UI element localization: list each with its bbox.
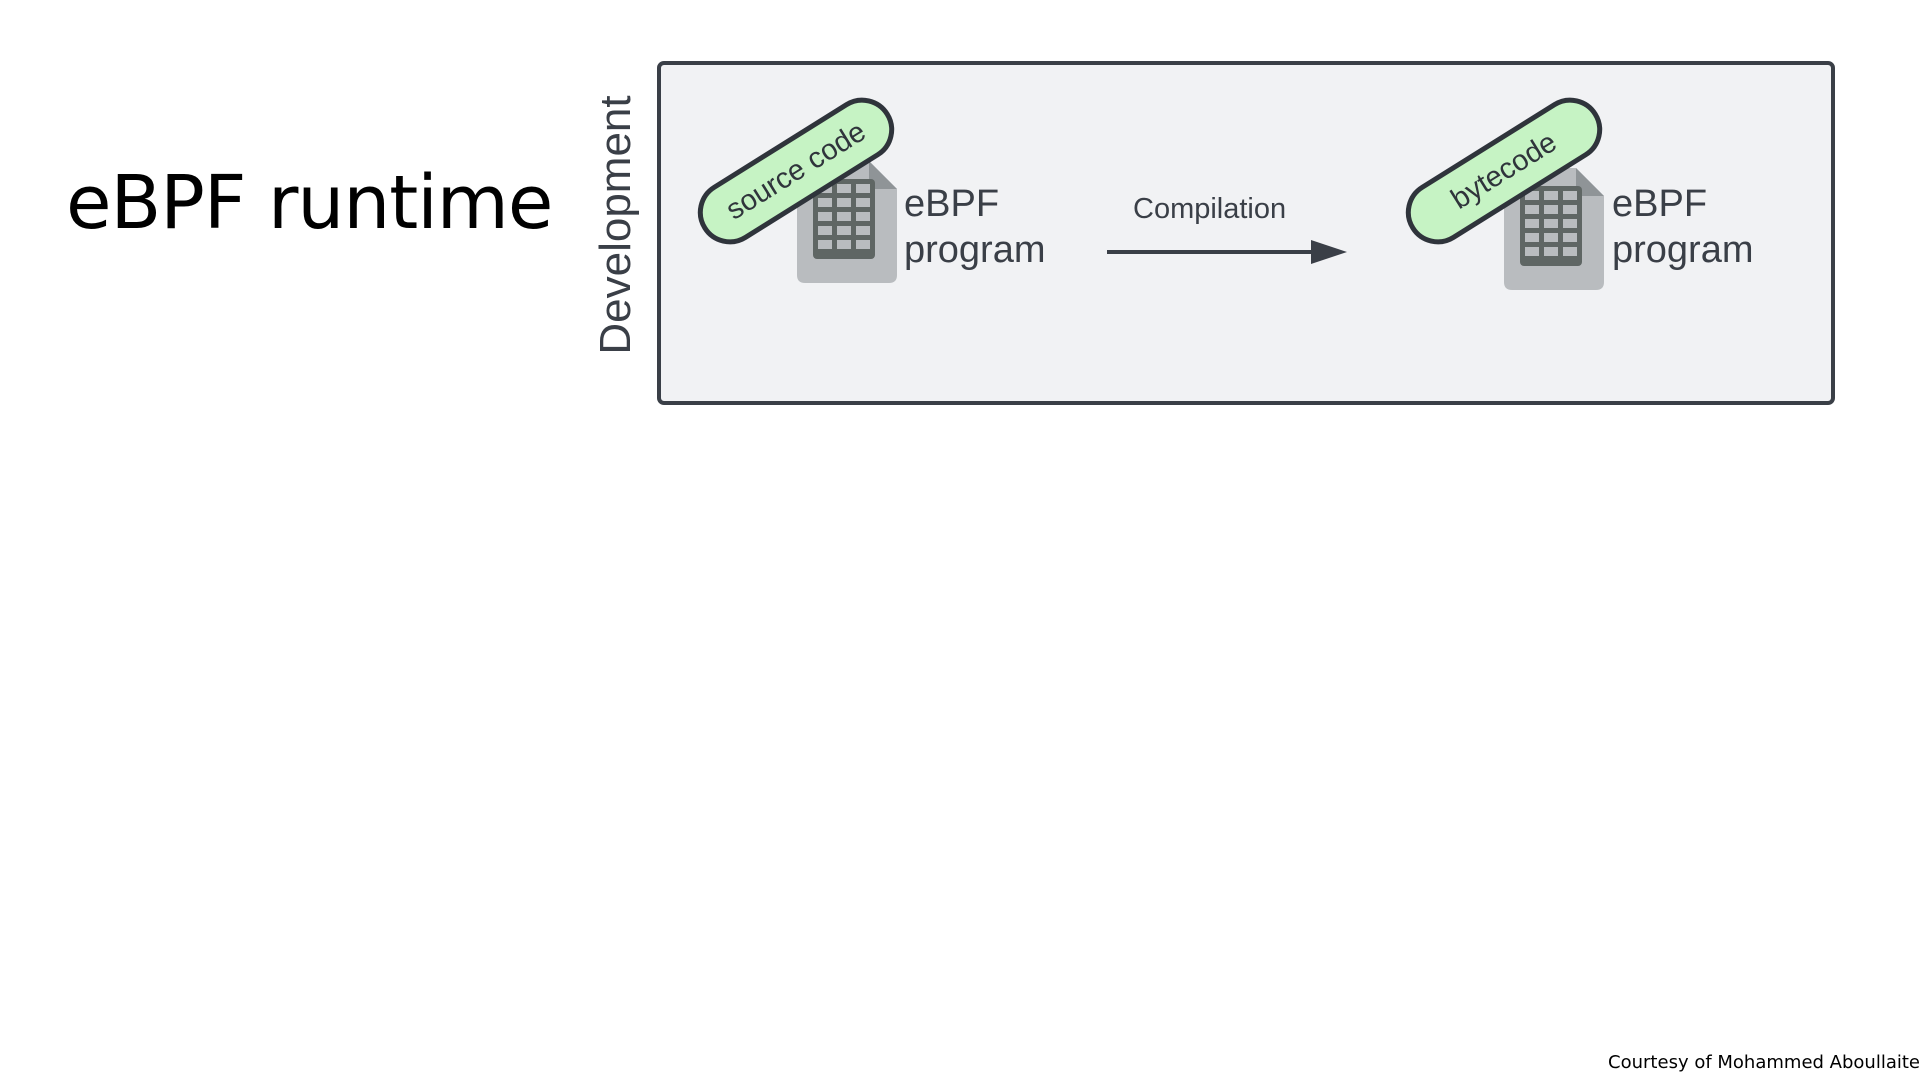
spreadsheet-file-icon	[1504, 168, 1604, 290]
compilation-label: Compilation	[1133, 193, 1287, 225]
source-node-label-line2: program	[904, 229, 1046, 271]
credit-text: Courtesy of Mohammed Aboullaite	[1608, 1052, 1920, 1073]
spreadsheet-file-icon	[797, 161, 897, 283]
target-node-label-line1: eBPF	[1612, 183, 1708, 225]
arrow-right-icon	[1107, 240, 1347, 264]
target-node-label-line2: program	[1612, 229, 1754, 271]
target-node-label: eBPF program	[1612, 181, 1754, 273]
source-node-label: eBPF program	[904, 181, 1046, 273]
stage-label-development: Development	[591, 95, 640, 355]
slide-title: eBPF runtime	[66, 160, 553, 246]
source-node-label-line1: eBPF	[904, 183, 1000, 225]
